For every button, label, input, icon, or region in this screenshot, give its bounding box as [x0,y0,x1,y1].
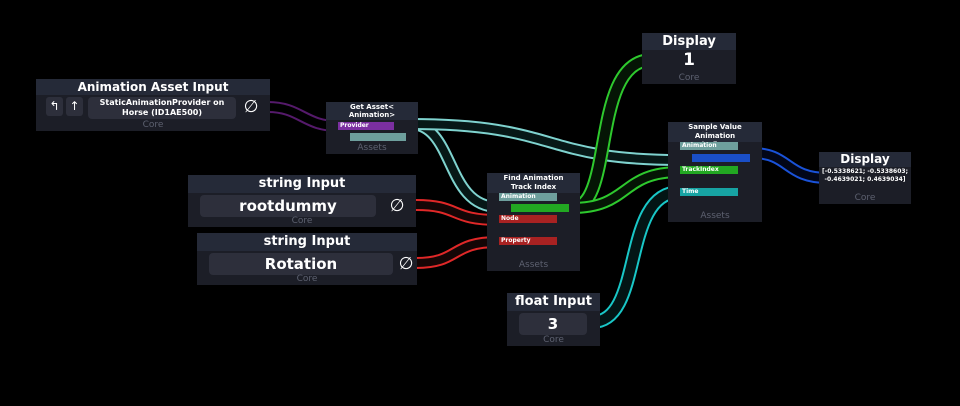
string-input-property-node[interactable]: string Input Rotation ∅ Core [197,233,417,285]
node-category: Core [142,120,164,130]
node-category: Assets [518,260,549,270]
node-category: Core [678,73,700,83]
null-icon[interactable]: ∅ [243,97,259,117]
display-index-node[interactable]: Display 1 Core [642,33,736,84]
node-category: Core [854,193,876,203]
display-value: [-0.5338621; -0.5338603; -0.4639021; 0.4… [822,168,908,183]
animation-port[interactable]: Animation [499,193,557,201]
node-title: Get Asset< Animation> [326,102,418,120]
get-asset-node[interactable]: Get Asset< Animation> Provider Assets [326,102,418,154]
up-button[interactable]: ↑ [66,97,83,116]
animation-output-port[interactable] [350,133,406,141]
reset-button[interactable]: ↰ [46,97,63,116]
node-title: string Input [197,233,417,251]
node-title: Display [819,152,911,167]
trackindex-port[interactable]: TrackIndex [680,166,738,174]
null-icon[interactable]: ∅ [389,196,405,216]
animation-asset-input-node[interactable]: Animation Asset Input ↰ ↑ StaticAnimatio… [36,79,270,131]
node-category: Core [543,335,564,345]
float-value-field[interactable]: 3 [519,313,587,335]
value-output-port[interactable] [692,154,750,162]
node-title: float Input [507,293,600,311]
display-quaternion-node[interactable]: Display [-0.5338621; -0.5338603; -0.4639… [819,152,911,204]
string-value-field[interactable]: rootdummy [200,195,376,217]
display-value: 1 [683,50,695,70]
null-icon[interactable]: ∅ [398,254,414,274]
asset-reference-field[interactable]: StaticAnimationProvider on Horse (ID1AE5… [88,97,236,119]
node-category: Core [291,216,313,226]
property-port[interactable]: Property [499,237,557,245]
node-title: Find Animation Track Index [487,173,580,193]
animation-port[interactable]: Animation [680,142,738,150]
node-title: Display [642,33,736,50]
node-title: Animation Asset Input [36,79,270,95]
time-port[interactable]: Time [680,188,738,196]
node-title: Sample Value Animation Track<float Q> [668,122,762,142]
float-input-node[interactable]: float Input 3 Core [507,293,600,346]
node-title: string Input [188,175,416,193]
node-category: Assets [700,211,730,221]
sample-value-animation-track-node[interactable]: Sample Value Animation Track<float Q> An… [668,122,762,222]
find-animation-track-index-node[interactable]: Find Animation Track Index Animation Nod… [487,173,580,271]
node-category: Core [296,274,318,284]
node-category: Assets [357,143,387,153]
index-output-port[interactable] [511,204,569,212]
provider-port[interactable]: Provider [338,122,394,130]
string-value-field[interactable]: Rotation [209,253,393,275]
string-input-node-node[interactable]: string Input rootdummy ∅ Core [188,175,416,227]
node-port[interactable]: Node [499,215,557,223]
